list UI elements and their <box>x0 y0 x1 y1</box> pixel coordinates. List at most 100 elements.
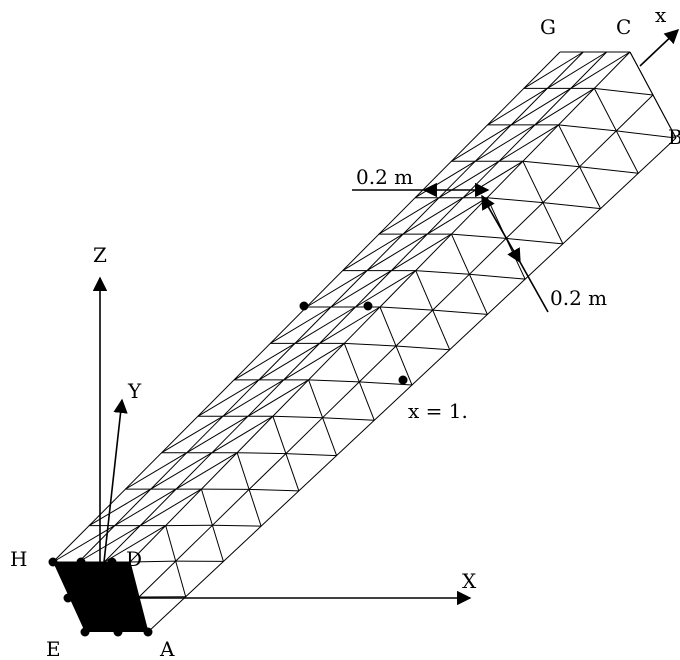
mesh-edge <box>175 452 238 490</box>
mesh-edge <box>52 525 115 563</box>
mesh-edge <box>510 87 572 126</box>
mesh-edge <box>139 488 202 527</box>
mesh-edge <box>579 166 639 174</box>
beam-mesh <box>52 51 677 633</box>
corner-label-a: A <box>159 637 175 660</box>
mesh-edge <box>175 524 213 562</box>
mesh-edge <box>391 233 428 271</box>
node-h <box>48 557 58 567</box>
mesh-edge <box>498 124 536 162</box>
mesh-edge <box>222 379 284 417</box>
mesh-edge <box>570 51 631 89</box>
mesh-edge <box>366 233 404 271</box>
mesh-edge <box>506 237 563 245</box>
mesh-edge <box>546 51 584 89</box>
mesh-edge <box>211 415 249 454</box>
y-axis-label: Y <box>127 379 142 403</box>
mesh-edge <box>505 202 544 239</box>
mesh-edge <box>451 233 507 239</box>
mesh-edge <box>186 415 224 454</box>
mesh-edge <box>78 525 116 563</box>
mesh-edge <box>197 379 260 417</box>
mesh-edge <box>294 306 356 344</box>
dimension-height-label: 0.2 m <box>550 286 607 310</box>
mesh-edge <box>211 415 274 454</box>
node-a <box>143 627 153 637</box>
mesh-edge <box>558 124 617 132</box>
mesh-edge <box>294 306 332 344</box>
mesh-edge <box>249 488 299 492</box>
mesh-edge <box>322 417 375 421</box>
mesh-edge <box>125 452 188 490</box>
mesh-edge <box>469 273 526 280</box>
node <box>76 557 86 567</box>
mesh-edge <box>161 415 224 454</box>
mesh-edge <box>285 417 323 454</box>
mesh-edge <box>78 525 141 563</box>
mesh-edge <box>270 306 332 344</box>
x-axis-label: X <box>462 569 477 593</box>
mesh-edge <box>248 453 287 490</box>
mesh-edge <box>272 415 323 419</box>
z-axis-label: Z <box>93 243 107 267</box>
mesh-edge <box>358 345 397 383</box>
mesh-edge <box>395 345 450 351</box>
mesh-edge <box>469 238 507 275</box>
mesh-edge <box>395 309 434 347</box>
end-face-nodes <box>48 557 153 637</box>
local-x-axis-arrow <box>639 29 680 67</box>
corner-label-b: B <box>668 125 680 149</box>
mesh-edge <box>283 342 345 381</box>
node <box>363 301 373 311</box>
mesh-edge <box>237 452 286 455</box>
mesh-edge <box>212 489 250 526</box>
mesh-edge <box>233 342 296 381</box>
mesh-edge <box>222 379 260 417</box>
node <box>63 593 73 603</box>
mesh-edge <box>487 87 548 126</box>
mesh-edge <box>330 270 368 308</box>
mesh-edge <box>402 197 464 235</box>
mesh-edge <box>114 488 152 526</box>
mesh-edge <box>247 379 285 417</box>
mesh-edge <box>103 525 141 563</box>
mesh-edge <box>579 130 617 168</box>
mesh-edge <box>427 197 488 235</box>
mesh-edge <box>319 306 356 344</box>
mesh-edge <box>175 452 213 490</box>
y-axis-arrow <box>99 398 128 599</box>
node-e <box>80 627 90 637</box>
mesh-edge <box>432 273 470 311</box>
mesh-edge <box>342 233 404 272</box>
corner-label-g: G <box>540 15 556 39</box>
mesh-edge <box>451 124 512 162</box>
mesh-edge <box>355 270 416 308</box>
mesh-edge <box>432 309 488 315</box>
mesh-edge <box>306 270 368 308</box>
node <box>398 375 408 385</box>
mesh-edge <box>542 202 601 210</box>
mesh-edge <box>247 379 309 417</box>
mesh-edge <box>212 524 262 527</box>
mesh-edge <box>114 488 177 527</box>
dimension-width-label: 0.2 m <box>356 165 413 189</box>
mesh-edge <box>547 51 607 89</box>
mesh-edge <box>150 452 188 490</box>
mesh-edge <box>344 342 397 347</box>
mesh-edge <box>138 560 177 598</box>
mesh-edge <box>129 560 176 563</box>
corner-label-e: E <box>46 637 61 660</box>
mesh-edge <box>426 197 464 235</box>
mesh-edge <box>498 124 559 162</box>
mesh-edge <box>523 51 584 89</box>
mesh-edge <box>534 87 595 126</box>
mesh-edge <box>594 87 654 96</box>
mesh-edge <box>615 94 654 132</box>
mesh-edge <box>139 488 177 526</box>
mesh-edge <box>283 343 320 381</box>
dimension-height <box>481 194 549 313</box>
node <box>113 627 123 637</box>
mesh-edge <box>391 233 452 272</box>
